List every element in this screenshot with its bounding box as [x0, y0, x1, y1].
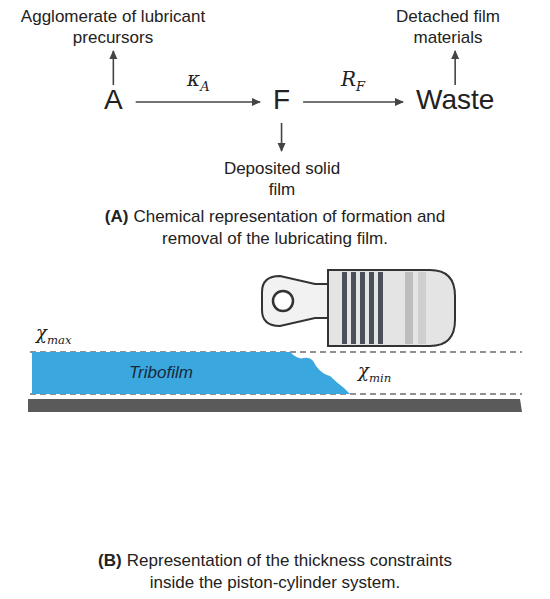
species-symbol: F [271, 82, 292, 118]
note-label: Detached film materials [375, 6, 521, 48]
reaction-arrow [113, 51, 115, 85]
rate-label: RF [341, 67, 365, 94]
rate-label: κA [187, 67, 210, 94]
reaction-arrow [303, 101, 403, 103]
note-text: Deposited solid film [217, 156, 347, 202]
reaction-arrow [454, 51, 456, 85]
caption-text: Chemical representation of formation and… [133, 207, 445, 248]
note-text: Detached film materials [373, 4, 523, 50]
tribofilm-layer: Tribofilm [32, 352, 352, 394]
thickness-label: χmax [34, 322, 74, 347]
note-label: Agglomerate of lubricant precursors [15, 6, 211, 48]
figure-caption: (B) Representation of the thickness const… [95, 550, 455, 594]
species-symbol: A [102, 82, 125, 118]
species-label: F [273, 84, 290, 116]
thickness-label: χmin [356, 360, 393, 385]
caption-text: Representation of the thickness constrai… [127, 551, 452, 592]
panel-letter: (A) [105, 207, 129, 226]
species-symbol: Waste [414, 82, 496, 118]
species-label: Waste [416, 84, 494, 116]
layer-label: Tribofilm [129, 363, 350, 383]
reaction-arrow [136, 101, 260, 103]
reaction-arrow [281, 123, 283, 151]
species-label: A [104, 84, 123, 116]
figure-caption: (A)Chemical representation of formation … [95, 206, 455, 250]
note-text: Agglomerate of lubricant precursors [13, 4, 213, 50]
panel-letter: (B) [98, 551, 122, 570]
note-label: Deposited solid film [219, 158, 345, 200]
